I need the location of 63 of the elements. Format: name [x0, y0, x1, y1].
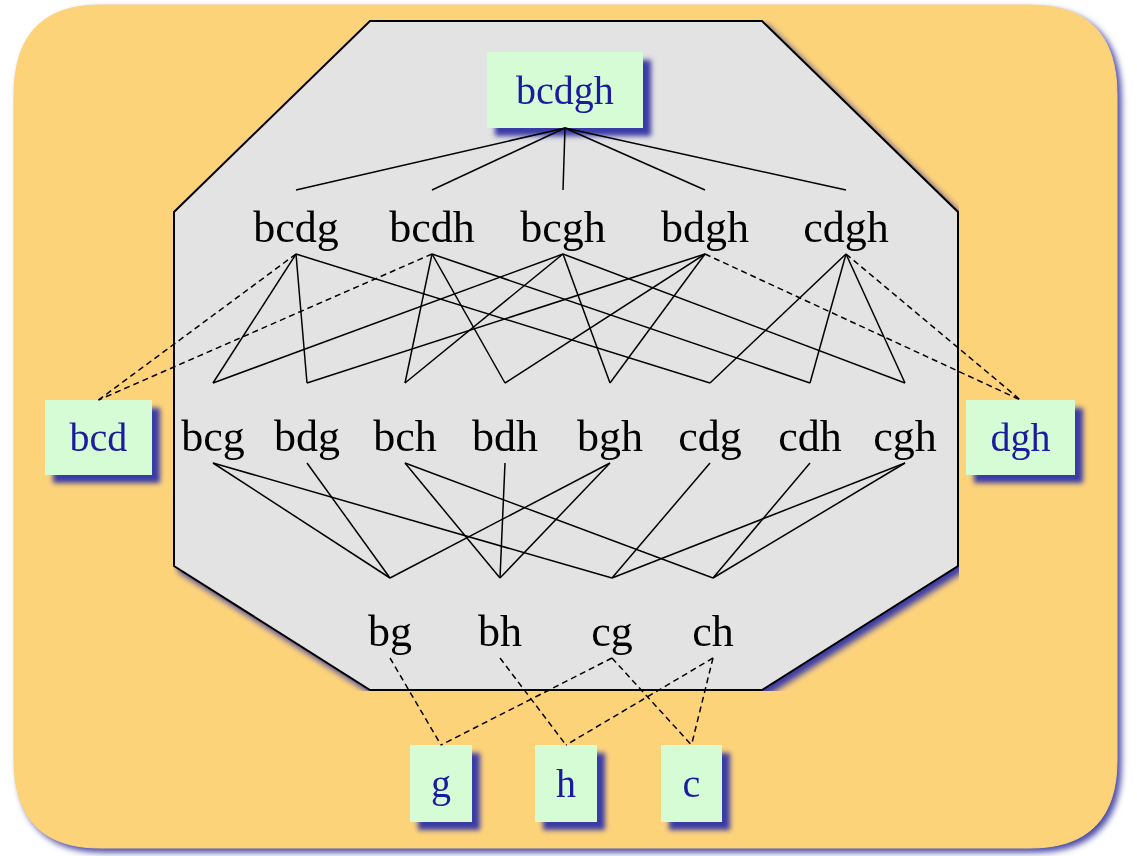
connector-line: [609, 253, 706, 384]
connector-line: [404, 253, 433, 384]
connector-line: [499, 462, 611, 579]
set-label: bdh: [466, 383, 544, 463]
connector-line: [295, 253, 308, 384]
dashed-line: [845, 253, 1022, 401]
dashed-line: [440, 657, 613, 746]
highlighted-set-label: dgh: [966, 400, 1075, 475]
connector-line: [212, 253, 564, 384]
dashed-line: [499, 657, 567, 746]
dashed-line: [389, 657, 442, 746]
set-label: bg: [357, 578, 423, 658]
dashed-line: [97, 253, 297, 401]
set-label: bh: [467, 578, 533, 658]
connector-line: [709, 253, 847, 384]
set-label: bcg: [174, 383, 252, 463]
connector-line: [389, 462, 611, 579]
connector-line: [845, 253, 906, 384]
connector-line: [404, 462, 501, 579]
dashed-line: [704, 253, 1022, 401]
connector-line: [431, 253, 506, 384]
dashed-line: [97, 253, 433, 401]
set-label: bdg: [268, 383, 346, 463]
connector-line: [611, 462, 906, 579]
set-label: bdgh: [659, 190, 751, 254]
highlighted-set-label: g: [410, 745, 472, 822]
connector-line: [212, 462, 613, 579]
connector-line: [809, 253, 847, 384]
connector-line: [212, 462, 391, 579]
set-label: bcdg: [250, 190, 342, 254]
set-label: cg: [579, 578, 645, 658]
set-label: bcdh: [386, 190, 478, 254]
connector-line: [564, 127, 706, 191]
connector-line: [404, 253, 564, 384]
set-label: cgh: [866, 383, 944, 463]
connector-line: [499, 462, 506, 579]
connector-line: [306, 462, 391, 579]
set-label: cdg: [671, 383, 749, 463]
connector-line: [431, 127, 566, 191]
set-label: bcgh: [517, 190, 609, 254]
dashed-line: [565, 657, 714, 746]
connector-line: [431, 253, 811, 384]
connector-line: [562, 253, 611, 384]
connector-line: [562, 253, 906, 384]
octagon-region: [173, 20, 959, 691]
highlighted-set-label: h: [535, 745, 597, 822]
dashed-line: [611, 657, 693, 746]
set-label: bch: [366, 383, 444, 463]
highlighted-set-label: c: [661, 745, 722, 822]
connector-line: [564, 127, 847, 191]
connector-line: [504, 253, 706, 384]
connector-line: [611, 462, 711, 579]
set-label: bgh: [571, 383, 649, 463]
highlighted-set-label: bcdgh: [487, 52, 643, 128]
connector-line: [712, 462, 811, 579]
set-label: cdgh: [800, 190, 892, 254]
set-label: ch: [680, 578, 746, 658]
connector-line: [404, 462, 714, 579]
connector-line: [712, 462, 906, 579]
highlighted-set-label: bcd: [45, 400, 152, 475]
connector-line: [212, 253, 297, 384]
connector-line: [562, 127, 566, 191]
set-label: cdh: [771, 383, 849, 463]
